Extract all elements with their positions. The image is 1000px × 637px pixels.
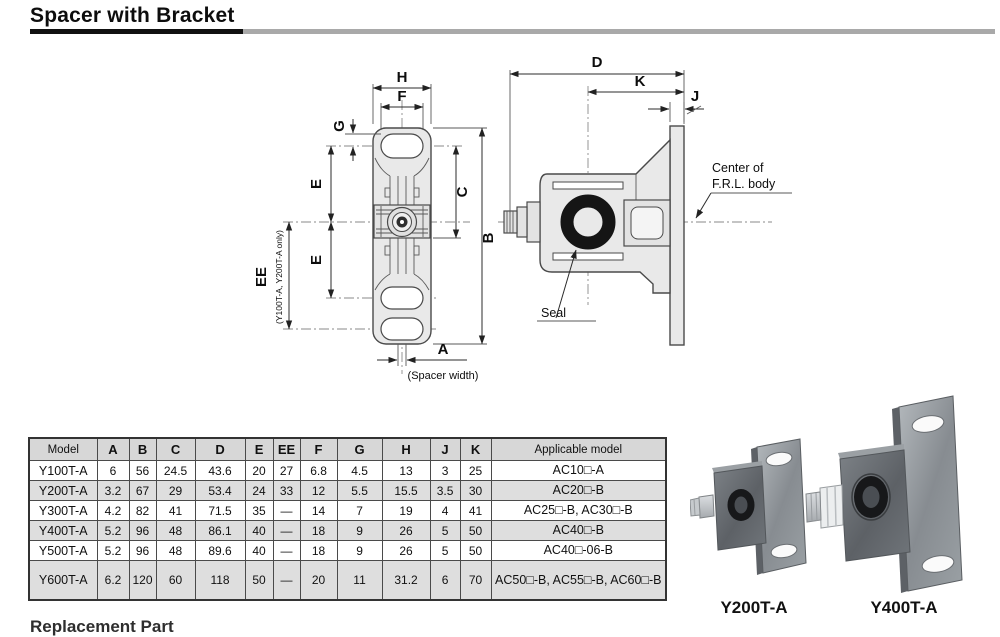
- frl-center-note-line2: F.R.L. body: [712, 177, 776, 191]
- dim-label-k: K: [635, 73, 646, 90]
- applicable-cell: AC25□-B, AC30□-B: [490, 500, 667, 521]
- model-cell: Y500T-A: [28, 540, 98, 561]
- applicable-cell: AC40□-B: [490, 520, 667, 541]
- dim-label-e-upper: E: [308, 179, 325, 189]
- applicable-cell: AC50□-B, AC55□-B, AC60□-B: [490, 560, 667, 601]
- applicable-cell: AC20□-B: [490, 480, 667, 501]
- side-view-body: [503, 125, 685, 346]
- photo-bracket-y400t: [805, 395, 963, 593]
- table-row: Y300T-A 4.2 82 41 71.5 35 — 14 7 19 4 41…: [28, 500, 667, 521]
- model-cell: Y600T-A: [28, 560, 98, 601]
- dim-label-e-lower: E: [308, 255, 325, 265]
- dimension-drawing: H F G E E EE (Y100T-A, Y200T-A only) C B…: [253, 54, 792, 382]
- title-underline-rule: [30, 29, 995, 34]
- dim-label-f: F: [397, 88, 406, 105]
- front-view-dimensions: H F G E E EE (Y100T-A, Y200T-A only) C B…: [253, 69, 497, 382]
- dimension-table: Model A B C D E EE F G H J K Applicable …: [28, 437, 668, 601]
- col-header-applicable: Applicable model: [490, 437, 667, 461]
- col-header-g: G: [336, 437, 383, 461]
- dim-label-j: J: [691, 88, 699, 105]
- col-header-d: D: [194, 437, 246, 461]
- photo-bracket-y200t: [690, 438, 807, 575]
- model-cell: Y300T-A: [28, 500, 98, 521]
- col-header-ee: EE: [272, 437, 301, 461]
- dim-label-g: G: [331, 120, 348, 132]
- photo-caption-y200t: Y200T-A: [720, 598, 788, 617]
- model-cell: Y200T-A: [28, 480, 98, 501]
- dim-label-ee-note: (Y100T-A, Y200T-A only): [274, 230, 284, 324]
- photo-caption-y400t: Y400T-A: [870, 598, 938, 617]
- model-cell: Y400T-A: [28, 520, 98, 541]
- next-section-heading: Replacement Part: [30, 617, 174, 636]
- col-header-model: Model: [28, 437, 98, 461]
- table-row: Y500T-A 5.2 96 48 89.6 40 — 18 9 26 5 50…: [28, 540, 667, 561]
- applicable-cell: AC40□-06-B: [490, 540, 667, 561]
- dim-label-a: A: [438, 341, 449, 358]
- col-header-j: J: [429, 437, 461, 461]
- front-view-bracket: [372, 127, 432, 366]
- seal-ring: [560, 194, 616, 250]
- col-header-f: F: [299, 437, 338, 461]
- col-header-b: B: [128, 437, 157, 461]
- dim-label-ee: EE: [253, 267, 270, 287]
- table-row: Y400T-A 5.2 96 48 86.1 40 — 18 9 26 5 50…: [28, 520, 667, 541]
- col-header-h: H: [381, 437, 431, 461]
- col-header-a: A: [96, 437, 130, 461]
- seal-label: Seal: [541, 306, 566, 320]
- col-header-k: K: [459, 437, 492, 461]
- dim-label-c: C: [454, 186, 471, 197]
- model-cell: Y100T-A: [28, 460, 98, 481]
- dim-label-b: B: [480, 232, 497, 243]
- table-header-row: Model A B C D E EE F G H J K Applicable …: [28, 437, 667, 461]
- product-photos: [690, 395, 963, 593]
- table-row: Y200T-A 3.2 67 29 53.4 24 33 12 5.5 15.5…: [28, 480, 667, 501]
- frl-center-note-line1: Center of: [712, 161, 764, 175]
- table-row: Y600T-A 6.2 120 60 118 50 — 20 11 31.2 6…: [28, 560, 667, 601]
- col-header-e: E: [244, 437, 274, 461]
- applicable-cell: AC10□-A: [490, 460, 667, 481]
- page-title: Spacer with Bracket: [30, 4, 235, 27]
- spacer-width-note: (Spacer width): [408, 370, 479, 382]
- side-view-dimensions: D K J Center of F.R.L. body Seal: [509, 54, 792, 322]
- dim-label-h: H: [397, 69, 408, 86]
- dim-label-d: D: [592, 54, 603, 71]
- col-header-c: C: [155, 437, 196, 461]
- table-row: Y100T-A 6 56 24.5 43.6 20 27 6.8 4.5 13 …: [28, 460, 667, 481]
